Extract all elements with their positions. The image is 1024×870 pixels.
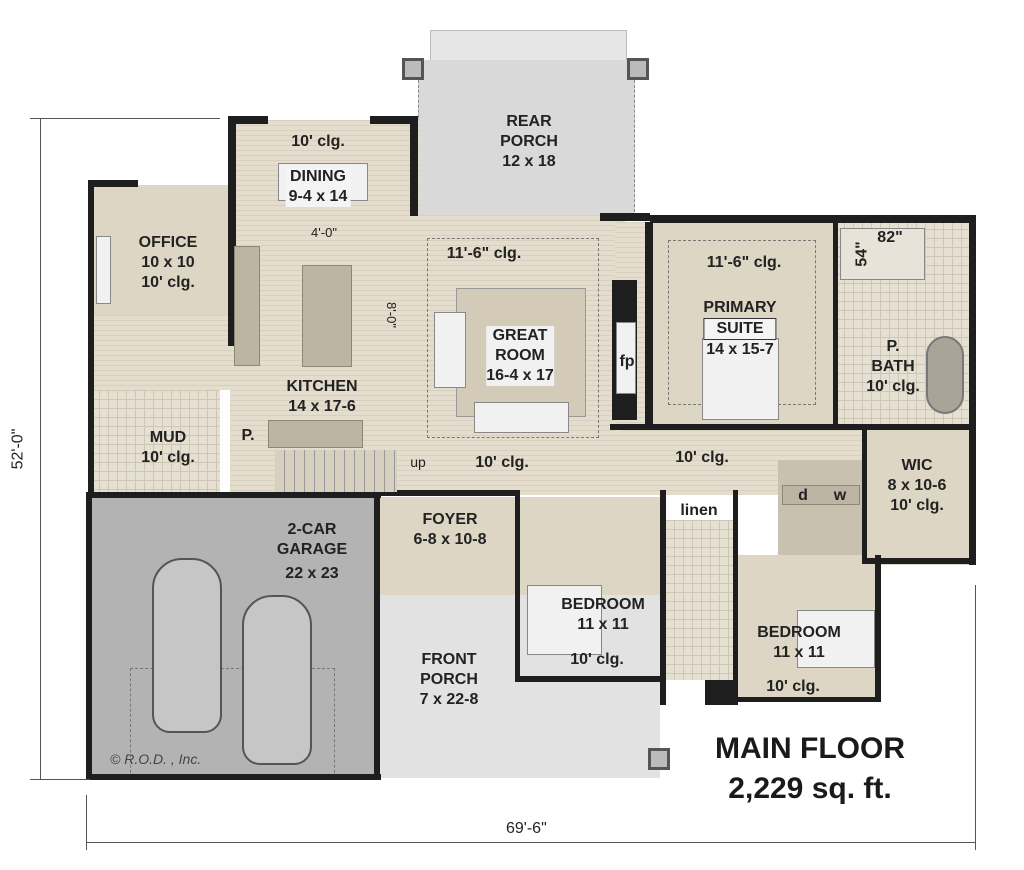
wall <box>378 490 518 496</box>
copyright: © R.O.D. , Inc. <box>110 751 202 767</box>
great-room-ceiling: 11'-6" clg. <box>446 245 522 262</box>
mud-room <box>90 390 220 495</box>
wall <box>370 116 418 124</box>
fireplace <box>616 322 636 394</box>
bedroom2-bed <box>797 610 875 668</box>
dimension-tick <box>30 118 220 119</box>
office-room <box>90 185 230 315</box>
island-width-dimension: 4'-0" <box>311 225 337 240</box>
kitchen-counter <box>234 246 260 366</box>
kitchen-counter <box>268 420 363 448</box>
dimension-tick <box>975 585 976 850</box>
dining-ceiling: 10' clg. <box>291 133 345 150</box>
dimension-tick <box>30 779 90 780</box>
sofa <box>474 402 569 433</box>
wall <box>86 492 381 498</box>
hall-ceiling: 10' clg. <box>475 454 529 471</box>
width-dimension-line <box>86 842 976 843</box>
car-icon <box>242 595 312 765</box>
wall <box>228 116 268 124</box>
wall <box>862 425 867 560</box>
linen-label: linen <box>680 502 718 519</box>
wall <box>969 215 976 565</box>
shower <box>840 228 925 280</box>
washer-label: w <box>833 487 847 504</box>
porch-post <box>627 58 649 80</box>
width-dimension-label: 69'-6" <box>506 820 547 837</box>
shower-depth: 54" <box>853 241 871 267</box>
primary-bed <box>702 338 779 420</box>
dryer-label: d <box>798 487 808 504</box>
wall <box>610 424 975 430</box>
laundry-room <box>778 460 866 555</box>
plan-title: MAIN FLOOR <box>715 732 905 765</box>
kitchen-island <box>302 265 352 367</box>
pantry-label: P. <box>241 427 255 444</box>
wic-room <box>865 425 975 565</box>
wall <box>650 215 975 223</box>
stairs-up-label: up <box>410 454 426 470</box>
plan-area: 2,229 sq. ft. <box>728 772 892 805</box>
wall <box>833 222 838 427</box>
island-length-dimension: 8'-0" <box>383 302 399 328</box>
washer-dryer <box>782 485 860 505</box>
bedroom1-bed <box>527 585 602 655</box>
wall <box>660 490 666 705</box>
primary-ceiling: 11'-6" clg. <box>706 254 782 271</box>
wall <box>733 490 738 705</box>
foyer-room <box>378 497 518 595</box>
fireplace-label: fp <box>619 353 635 370</box>
depth-dimension-label: 52'-0" <box>9 428 27 470</box>
wall <box>88 182 94 497</box>
wall <box>86 774 381 780</box>
wall <box>733 697 881 702</box>
wall <box>228 116 236 346</box>
porch-post <box>402 58 424 80</box>
stairs <box>275 450 397 492</box>
garage-floor <box>88 497 378 779</box>
depth-dimension-line <box>40 118 41 780</box>
wall <box>862 558 975 564</box>
bedroom2-ceiling: 10' clg. <box>766 678 820 695</box>
dimension-tick <box>86 795 87 850</box>
wall <box>515 676 665 682</box>
wall <box>410 116 418 216</box>
rear-porch <box>418 60 635 217</box>
wall <box>515 490 520 680</box>
wall <box>374 492 380 780</box>
bedroom-hall-ceiling: 10' clg. <box>675 449 729 466</box>
bedroom1-ceiling: 10' clg. <box>570 651 624 668</box>
office-desk <box>96 236 111 304</box>
sofa <box>434 312 466 388</box>
ceiling-outline <box>427 238 599 438</box>
wall <box>600 213 650 221</box>
wall <box>705 680 737 705</box>
bathtub <box>926 336 964 414</box>
car-icon <box>152 558 222 733</box>
hall-bath <box>665 520 735 680</box>
porch-post <box>648 748 670 770</box>
wall <box>645 222 653 427</box>
shower-width: 82" <box>877 229 903 246</box>
office-hall <box>90 315 230 390</box>
wall <box>88 180 138 187</box>
wall <box>875 555 881 702</box>
wall <box>86 495 92 780</box>
